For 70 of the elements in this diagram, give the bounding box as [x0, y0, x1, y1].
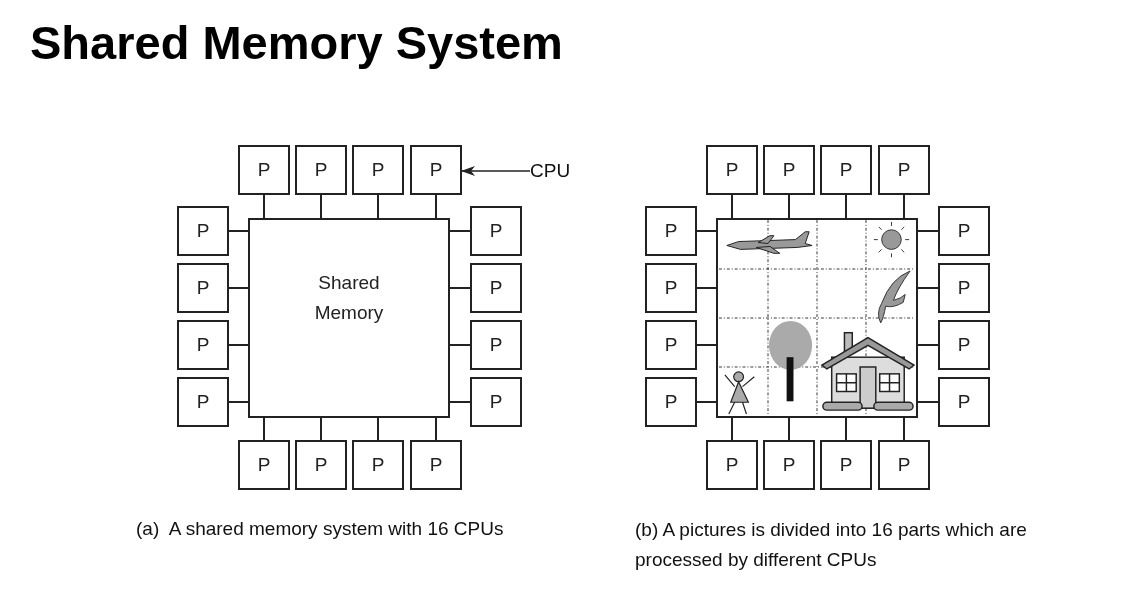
connector-line: [845, 194, 847, 219]
connector-line: [696, 287, 717, 289]
connector-line: [320, 194, 322, 219]
processor-box: P: [645, 206, 697, 256]
connector-line: [228, 344, 249, 346]
connector-line: [731, 194, 733, 219]
processor-box: P: [645, 263, 697, 313]
connector-line: [435, 417, 437, 441]
arrow: [461, 166, 531, 176]
connector-line: [903, 417, 905, 441]
processor-box: P: [410, 145, 462, 195]
figure-caption: (b) A pictures is divided into 16 parts which are processed by different CPUs: [635, 518, 1028, 572]
connector-line: [435, 194, 437, 219]
connector-line: [320, 417, 322, 441]
connector-line: [917, 287, 939, 289]
processor-box: P: [470, 320, 522, 370]
connector-line: [449, 344, 471, 346]
processor-box: P: [763, 145, 815, 195]
processor-box: P: [410, 440, 462, 490]
processor-box: P: [820, 440, 872, 490]
callout-label: CPU: [530, 158, 582, 184]
figure-caption: (a) A shared memory system with 16 CPUs: [136, 517, 504, 541]
processor-box: P: [470, 377, 522, 427]
connector-line: [845, 417, 847, 441]
processor-box: P: [177, 320, 229, 370]
connector-line: [449, 287, 471, 289]
connector-line: [228, 401, 249, 403]
processor-box: P: [352, 440, 404, 490]
processor-box: P: [706, 440, 758, 490]
connector-line: [731, 417, 733, 441]
processor-box: P: [878, 145, 930, 195]
connector-line: [696, 230, 717, 232]
processor-box: P: [763, 440, 815, 490]
processor-box: P: [938, 377, 990, 427]
processor-box: P: [706, 145, 758, 195]
connector-line: [696, 344, 717, 346]
processor-box: P: [645, 320, 697, 370]
slide-title: Shared Memory System: [30, 15, 563, 71]
connector-line: [263, 194, 265, 219]
connector-line: [228, 287, 249, 289]
processor-box: P: [938, 263, 990, 313]
connector-line: [377, 417, 379, 441]
processor-box: P: [352, 145, 404, 195]
connector-line: [228, 230, 249, 232]
processor-box: P: [470, 206, 522, 256]
processor-box: P: [645, 377, 697, 427]
connector-line: [449, 401, 471, 403]
processor-box: P: [938, 320, 990, 370]
connector-line: [788, 417, 790, 441]
processor-box: P: [295, 440, 347, 490]
connector-line: [917, 344, 939, 346]
connector-line: [788, 194, 790, 219]
memory-box: Shared Memory: [248, 218, 450, 418]
processor-box: P: [177, 377, 229, 427]
connector-line: [903, 194, 905, 219]
processor-box: P: [238, 440, 290, 490]
connector-line: [263, 417, 265, 441]
processor-box: P: [177, 206, 229, 256]
processor-box: P: [238, 145, 290, 195]
connector-line: [917, 401, 939, 403]
processor-box: P: [938, 206, 990, 256]
processor-box: P: [470, 263, 522, 313]
connector-line: [696, 401, 717, 403]
connector-line: [449, 230, 471, 232]
processor-box: P: [878, 440, 930, 490]
processor-box: P: [177, 263, 229, 313]
connector-line: [377, 194, 379, 219]
processor-box: P: [295, 145, 347, 195]
connector-line: [917, 230, 939, 232]
processor-box: P: [820, 145, 872, 195]
